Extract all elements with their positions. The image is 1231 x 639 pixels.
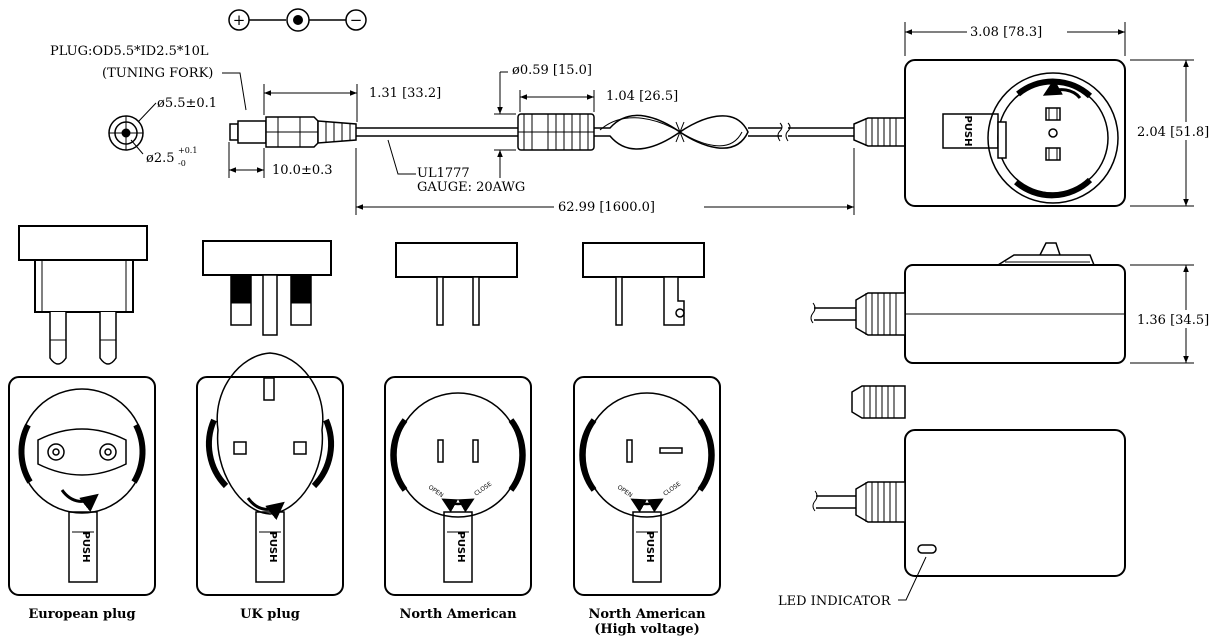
na-plug-side bbox=[395, 242, 518, 326]
svg-text:PUSH: PUSH bbox=[644, 531, 655, 562]
dc-cable bbox=[356, 113, 906, 151]
svg-text:CLOSE: CLOSE bbox=[473, 481, 493, 498]
dim-ferrite-dia: ø0.59 [15.0] bbox=[494, 63, 592, 178]
svg-text:GAUGE: 20AWG: GAUGE: 20AWG bbox=[417, 180, 525, 195]
uk-plug-label: UK plug bbox=[240, 607, 300, 622]
svg-text:1.04 [26.5]: 1.04 [26.5] bbox=[606, 89, 678, 104]
svg-text:CLOSE: CLOSE bbox=[662, 481, 682, 498]
svg-text:PUSH: PUSH bbox=[455, 531, 466, 562]
svg-text:PUSH: PUSH bbox=[80, 531, 91, 562]
dim-adapter-height: 2.04 [51.8] bbox=[1130, 59, 1230, 207]
svg-text:10.0±0.3: 10.0±0.3 bbox=[272, 163, 333, 178]
dim-adapter-width: 3.08 [78.3] bbox=[904, 22, 1126, 56]
svg-text:-0: -0 bbox=[178, 159, 186, 168]
plug-spec-line1: PLUG:OD5.5*ID2.5*10L bbox=[50, 44, 209, 59]
plug-id-dim: ø2.5 +0.1 -0 bbox=[146, 146, 197, 168]
polarity-minus: − bbox=[350, 11, 363, 29]
svg-text:1.31 [33.2]: 1.31 [33.2] bbox=[369, 86, 441, 101]
dim-plug-to-strain: 1.31 [33.2] bbox=[263, 84, 441, 122]
svg-text:1.36 [34.5]: 1.36 [34.5] bbox=[1137, 313, 1209, 328]
dim-total-length: 62.99 [1600.0] bbox=[355, 148, 855, 215]
eu-plug-side bbox=[18, 225, 148, 365]
na-plug-label: North American bbox=[399, 607, 517, 622]
svg-text:62.99 [1600.0]: 62.99 [1600.0] bbox=[558, 200, 655, 215]
led-indicator bbox=[917, 544, 937, 554]
adapter-back-view bbox=[812, 429, 1126, 601]
svg-text:OPEN: OPEN bbox=[427, 484, 445, 499]
strain-relief-stub bbox=[851, 385, 906, 419]
svg-text:ø0.59 [15.0]: ø0.59 [15.0] bbox=[512, 63, 592, 78]
svg-text:OPEN: OPEN bbox=[616, 484, 634, 499]
dc-plug-side bbox=[229, 116, 357, 148]
svg-text:2.04 [51.8]: 2.04 [51.8] bbox=[1137, 125, 1209, 140]
svg-text:ø2.5: ø2.5 bbox=[146, 151, 175, 166]
svg-text:PUSH: PUSH bbox=[267, 531, 278, 562]
polarity-symbol: + − bbox=[228, 8, 367, 32]
push-tab-label: PUSH bbox=[962, 115, 973, 146]
plug-end-view bbox=[108, 102, 157, 155]
eu-plug-face: PUSH bbox=[8, 376, 156, 596]
svg-text:UL1777: UL1777 bbox=[417, 166, 470, 181]
cable-spec: UL1777 GAUGE: 20AWG bbox=[387, 139, 525, 195]
polarity-plus: + bbox=[233, 11, 246, 29]
plug-od-dim: ø5.5±0.1 bbox=[157, 96, 217, 111]
adapter-front-view: PUSH bbox=[904, 59, 1126, 207]
na-hv-plug-label2: (High voltage) bbox=[594, 622, 700, 637]
na-plug-face: PUSH OPEN CLOSE bbox=[384, 376, 532, 596]
dim-adapter-depth: 1.36 [34.5] bbox=[1130, 264, 1230, 364]
na-hv-plug-label: North American bbox=[588, 607, 706, 622]
na-hv-plug-side bbox=[582, 242, 705, 326]
plug-spec-line2: (TUNING FORK) bbox=[102, 66, 213, 81]
led-indicator-label: LED INDICATOR bbox=[778, 594, 892, 609]
na-hv-plug-face: PUSH OPEN CLOSE bbox=[573, 376, 721, 596]
adapter-side-view bbox=[810, 242, 1126, 364]
svg-text:3.08 [78.3]: 3.08 [78.3] bbox=[970, 25, 1042, 40]
dim-ferrite-len: 1.04 [26.5] bbox=[519, 89, 678, 112]
svg-text:+0.1: +0.1 bbox=[178, 146, 197, 155]
dim-plug-length: 10.0±0.3 bbox=[228, 142, 333, 178]
eu-plug-label: European plug bbox=[28, 607, 135, 622]
uk-plug-side bbox=[202, 240, 332, 336]
uk-plug-face: PUSH bbox=[196, 352, 344, 596]
